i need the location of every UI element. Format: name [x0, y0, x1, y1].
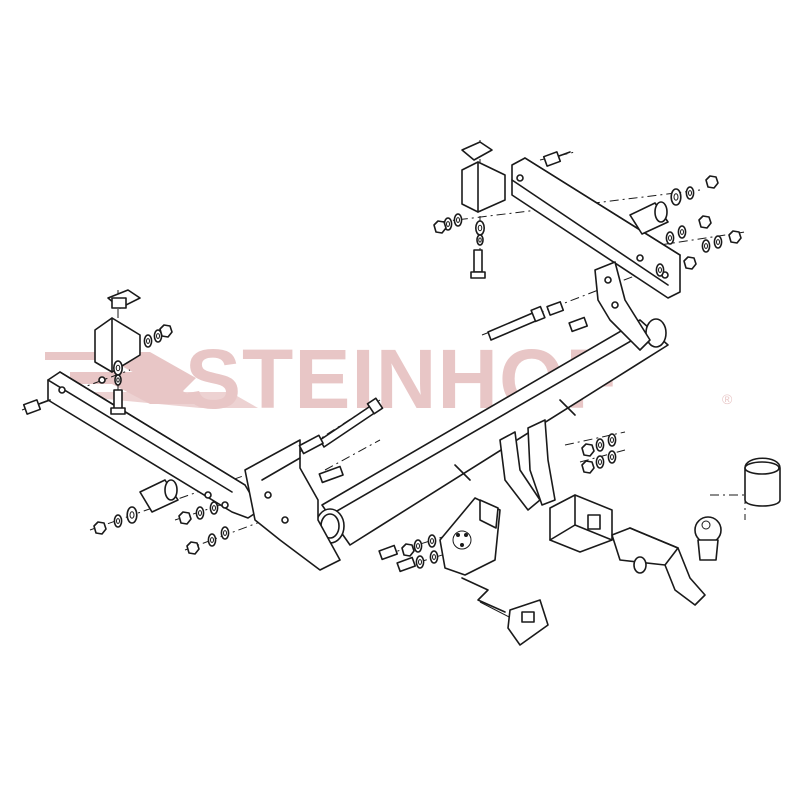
- nut: [159, 324, 173, 338]
- bolt: [22, 399, 51, 415]
- washer-hole: [680, 229, 684, 235]
- washer: [413, 539, 423, 553]
- tow-ball-cap: [744, 457, 781, 507]
- washer-hole: [223, 530, 227, 536]
- washer-hole: [430, 538, 434, 544]
- washer: [713, 235, 723, 249]
- washer: [665, 231, 675, 245]
- nut: [728, 230, 742, 244]
- ball-mount-receiver: [549, 494, 613, 553]
- long-bolt: [319, 397, 384, 448]
- socket-plate: [439, 497, 501, 576]
- washer: [685, 186, 695, 200]
- nut: [178, 511, 192, 525]
- washer-hole: [418, 559, 422, 565]
- washer-hole: [416, 543, 420, 549]
- washer-hole: [668, 235, 672, 241]
- washer-hole: [610, 437, 614, 443]
- washer-hole: [598, 459, 602, 465]
- washer: [429, 550, 439, 564]
- washer: [143, 334, 153, 348]
- nut: [581, 460, 595, 474]
- washer: [453, 213, 463, 227]
- washer: [595, 455, 605, 469]
- washer: [607, 433, 617, 447]
- washer: [114, 374, 122, 386]
- washer-hole: [156, 333, 160, 339]
- washer: [474, 220, 485, 236]
- washer-hole: [115, 364, 121, 372]
- right-bracket: [461, 141, 506, 213]
- washer: [209, 501, 219, 515]
- washer-hole: [688, 190, 692, 196]
- wiring-harness: [461, 577, 549, 646]
- right-mounting-arm: [511, 157, 681, 299]
- washer-hole: [146, 338, 150, 344]
- washer: [655, 263, 665, 277]
- washer: [607, 450, 617, 464]
- spacer-tube-right: [629, 201, 669, 235]
- bolt: [470, 249, 486, 279]
- washer-hole: [210, 537, 214, 543]
- washer-hole: [456, 217, 460, 223]
- washer-hole: [658, 267, 662, 273]
- washer-hole: [477, 224, 483, 232]
- bolt: [110, 389, 126, 415]
- washer: [427, 534, 437, 548]
- nuts-and-washers: [93, 175, 742, 569]
- washer: [415, 555, 425, 569]
- washer: [220, 526, 230, 540]
- nut: [698, 215, 712, 229]
- washer: [113, 514, 123, 528]
- washer-hole: [478, 237, 482, 243]
- right-side-plate: [594, 261, 651, 351]
- washer: [126, 506, 138, 524]
- center-bracket: [499, 419, 556, 511]
- nut: [401, 543, 415, 557]
- bolt: [298, 301, 589, 573]
- nut: [705, 175, 719, 189]
- left-bracket: [94, 289, 141, 373]
- washer-hole: [673, 193, 679, 201]
- long-bolt: [487, 305, 546, 341]
- washer-hole: [198, 510, 202, 516]
- washer: [701, 239, 711, 253]
- washer-hole: [716, 239, 720, 245]
- left-side-plate: [244, 439, 341, 571]
- watermark-registered-mark: ®: [722, 391, 733, 407]
- tow-ball-neck: [611, 527, 706, 606]
- washer: [677, 225, 687, 239]
- washer-hole: [116, 377, 120, 383]
- nut: [581, 443, 595, 457]
- washer: [195, 506, 205, 520]
- washer-hole: [432, 554, 436, 560]
- bolt: [542, 151, 571, 167]
- washer: [670, 188, 682, 206]
- washer: [595, 438, 605, 452]
- nut: [433, 220, 447, 234]
- washer-hole: [704, 243, 708, 249]
- tow-ball: [694, 516, 722, 561]
- washer-hole: [446, 221, 450, 227]
- washer-hole: [116, 518, 120, 524]
- bolt-set: [22, 151, 589, 573]
- washer: [476, 234, 484, 246]
- spacer-tube-left: [139, 479, 179, 513]
- nut: [683, 256, 697, 270]
- washer-hole: [598, 442, 602, 448]
- washer: [113, 360, 124, 376]
- washer-hole: [610, 454, 614, 460]
- washer: [207, 533, 217, 547]
- washer-hole: [212, 505, 216, 511]
- washer-hole: [129, 511, 135, 519]
- nut: [93, 521, 107, 535]
- nut: [186, 541, 200, 555]
